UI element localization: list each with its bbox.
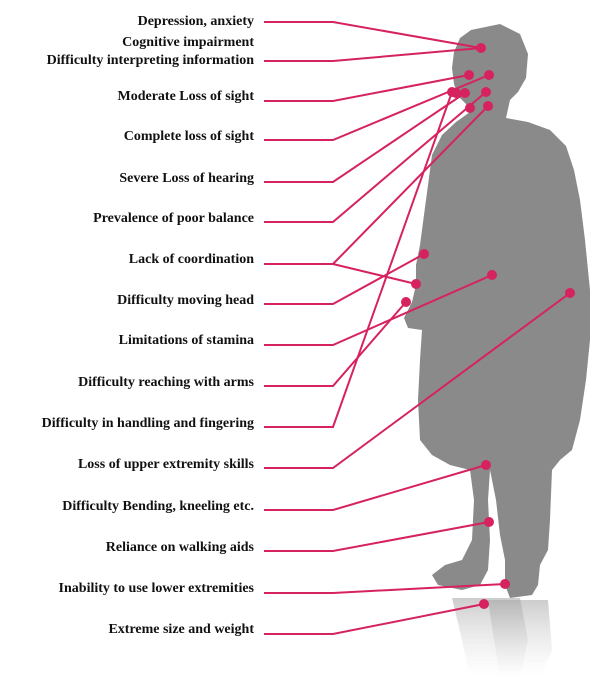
label-inability-lower-extremities: Inability to use lower extremities xyxy=(59,581,254,597)
label-difficulty-handling-fingering: Difficulty in handling and fingering xyxy=(42,416,254,432)
marker-dot xyxy=(483,101,493,111)
marker-dot xyxy=(484,517,494,527)
marker-dot xyxy=(500,579,510,589)
label-loss-upper-extremity-skills: Loss of upper extremity skills xyxy=(78,457,254,473)
label-difficulty-interpreting-information: Difficulty interpreting information xyxy=(47,53,254,69)
marker-dot xyxy=(401,297,411,307)
label-poor-balance: Prevalence of poor balance xyxy=(93,211,254,227)
label-reliance-on-walking-aids: Reliance on walking aids xyxy=(106,540,254,556)
marker-dot xyxy=(451,88,461,98)
label-depression-anxiety: Depression, anxiety xyxy=(138,14,254,30)
connector-line xyxy=(264,48,481,61)
marker-dot xyxy=(419,249,429,259)
connector-line xyxy=(264,254,424,304)
connector-line xyxy=(264,584,505,593)
marker-dot xyxy=(464,70,474,80)
marker-dot xyxy=(465,103,475,113)
label-extreme-size-weight: Extreme size and weight xyxy=(108,622,254,638)
figure-reflection xyxy=(452,598,552,677)
label-cognitive-impairment: Cognitive impairment xyxy=(122,35,254,51)
marker-dot xyxy=(565,288,575,298)
connector-line xyxy=(264,604,484,634)
label-difficulty-reaching-with-arms: Difficulty reaching with arms xyxy=(78,375,254,391)
connector-line xyxy=(264,465,486,510)
connector-line xyxy=(264,522,489,551)
label-complete-loss-of-sight: Complete loss of sight xyxy=(124,129,254,145)
marker-dot xyxy=(481,460,491,470)
marker-dot xyxy=(484,70,494,80)
connector-line xyxy=(264,264,416,284)
connector-line xyxy=(264,22,481,48)
marker-dot xyxy=(411,279,421,289)
label-severe-loss-of-hearing: Severe Loss of hearing xyxy=(119,171,254,187)
label-difficulty-moving-head: Difficulty moving head xyxy=(117,293,254,309)
marker-dot xyxy=(476,43,486,53)
label-moderate-loss-of-sight: Moderate Loss of sight xyxy=(118,89,255,105)
marker-dot xyxy=(487,270,497,280)
label-difficulty-bending-kneeling: Difficulty Bending, kneeling etc. xyxy=(62,499,254,515)
figure-silhouette xyxy=(404,24,590,598)
marker-dot xyxy=(460,88,470,98)
marker-dot xyxy=(479,599,489,609)
label-limitations-of-stamina: Limitations of stamina xyxy=(119,333,254,349)
marker-dot xyxy=(481,87,491,97)
label-lack-of-coordination: Lack of coordination xyxy=(129,252,254,268)
